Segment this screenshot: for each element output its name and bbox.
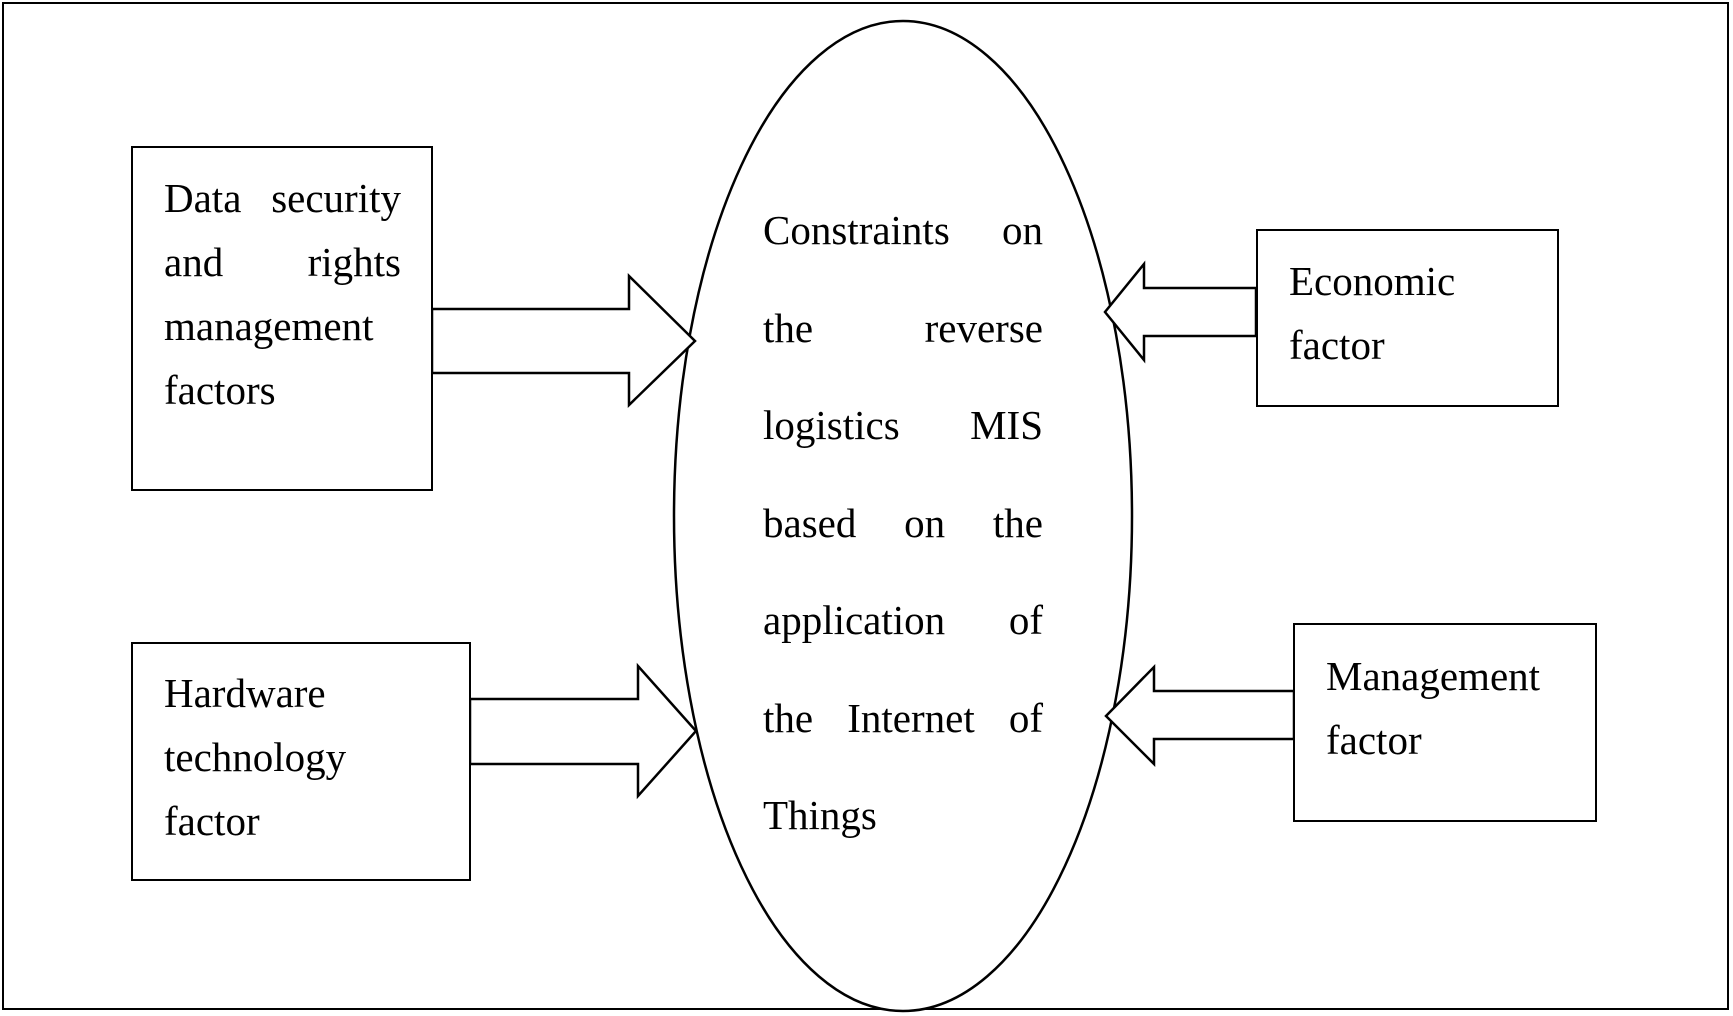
factor-box-management — [1293, 623, 1597, 822]
factor-label-economic: Economic factor — [1289, 258, 1456, 368]
arrow-data-security — [430, 273, 697, 408]
arrow-hardware-technology — [468, 662, 698, 800]
center-label: Constraints on the reverse logistics MIS… — [763, 207, 1043, 838]
factor-label-hardware-technology: Hardware technology factor — [164, 670, 347, 844]
factor-box-hardware-technology — [131, 642, 471, 881]
center-ellipse — [672, 19, 1134, 1013]
arrow-management — [1104, 663, 1296, 768]
arrow-economic — [1103, 260, 1258, 364]
factor-box-economic — [1256, 229, 1559, 407]
factor-box-data-security — [131, 146, 433, 491]
factor-label-management: Management factor — [1326, 653, 1541, 763]
factor-label-data-security: Data security and rights management fact… — [164, 175, 401, 413]
